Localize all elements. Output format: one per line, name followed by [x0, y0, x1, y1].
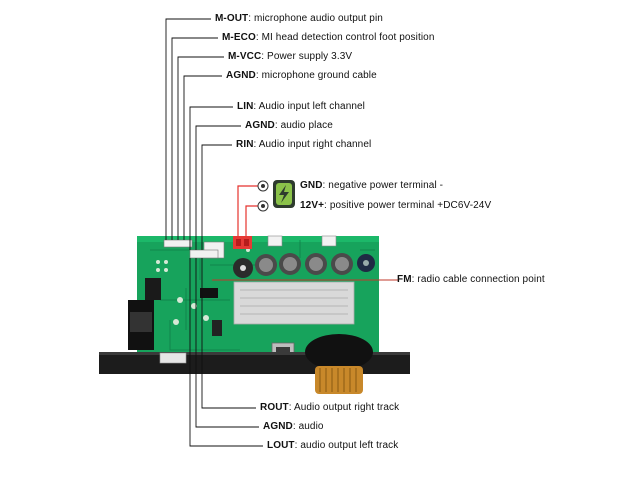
- lightning-icon: [273, 180, 295, 208]
- label-agnd-output: AGND: audio: [263, 421, 324, 432]
- label-m-eco: M-ECO: MI head detection control foot po…: [222, 32, 435, 43]
- label-rin: RIN: Audio input right channel: [236, 139, 372, 150]
- white-connector-1: [267, 235, 283, 247]
- top-pin-leaders: [165, 18, 224, 240]
- power-connector: [233, 236, 252, 249]
- power-leaders: [237, 185, 258, 236]
- label-fm: FM: radio cable connection point: [397, 274, 545, 285]
- white-connector-2: [321, 235, 337, 247]
- label-12v-power: 12V+: positive power terminal +DC6V-24V: [300, 200, 492, 211]
- label-agnd-input: AGND: audio place: [245, 120, 333, 131]
- volume-knob: [305, 334, 373, 394]
- label-gnd-power: GND: negative power terminal -: [300, 180, 444, 191]
- label-agnd-mic: AGND: microphone ground cable: [226, 70, 377, 81]
- label-m-out: M-OUT: microphone audio output pin: [215, 13, 383, 24]
- power-terminal-markers: [257, 180, 269, 212]
- output-pin-leaders: [189, 258, 263, 447]
- inductors: [233, 253, 375, 278]
- label-lout: LOUT: audio output left track: [267, 440, 399, 451]
- heatsink: [233, 281, 355, 325]
- label-lin: LIN: Audio input left channel: [237, 101, 366, 112]
- label-rout: ROUT: Audio output right track: [260, 402, 400, 413]
- input-pin-leaders: [189, 106, 241, 250]
- label-m-vcc: M-VCC: Power supply 3.3V: [228, 51, 353, 62]
